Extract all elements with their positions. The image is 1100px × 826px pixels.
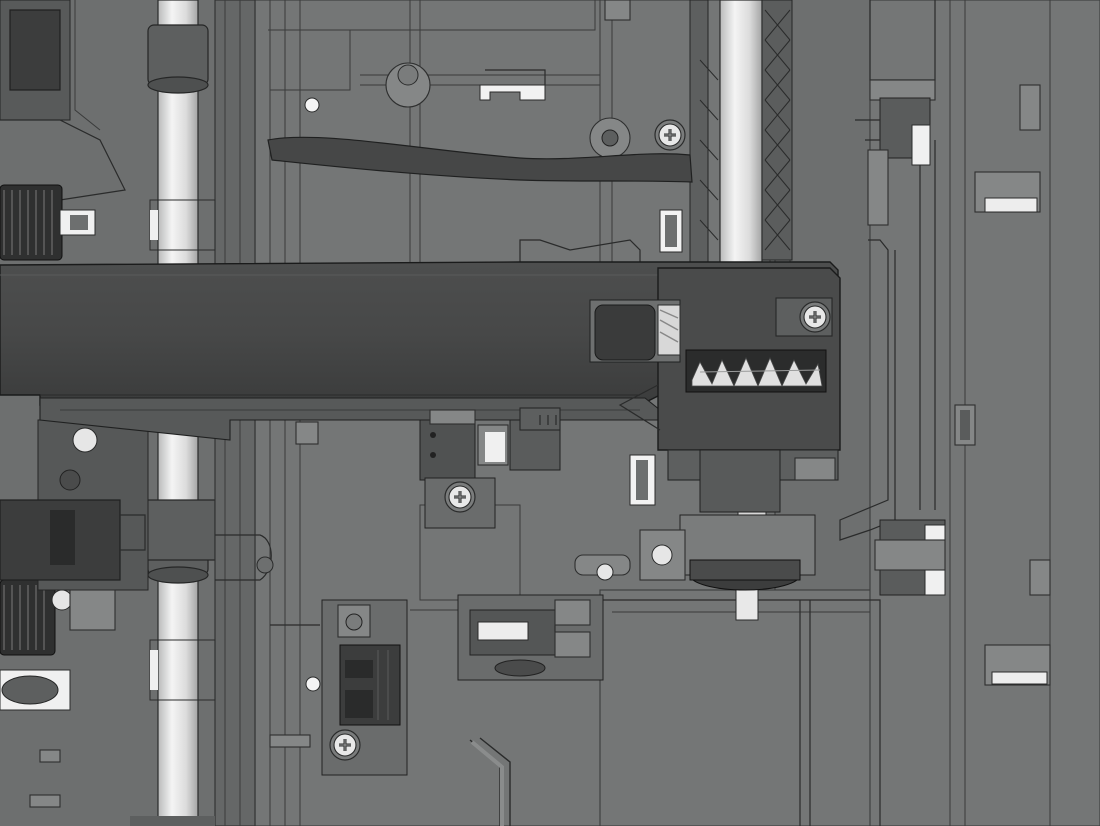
drive-gear-left — [0, 0, 274, 808]
gear-housing — [589, 267, 841, 513]
gear-window — [685, 349, 827, 393]
mount-bracket-center — [295, 407, 561, 529]
rail-right — [855, 0, 1051, 686]
cam-lever — [267, 136, 693, 183]
main-arm — [0, 261, 839, 441]
top-center-parts — [304, 0, 687, 266]
mount-bracket-lower — [269, 599, 408, 776]
roller-assembly-lower — [574, 514, 816, 591]
sensor-block — [457, 594, 604, 826]
